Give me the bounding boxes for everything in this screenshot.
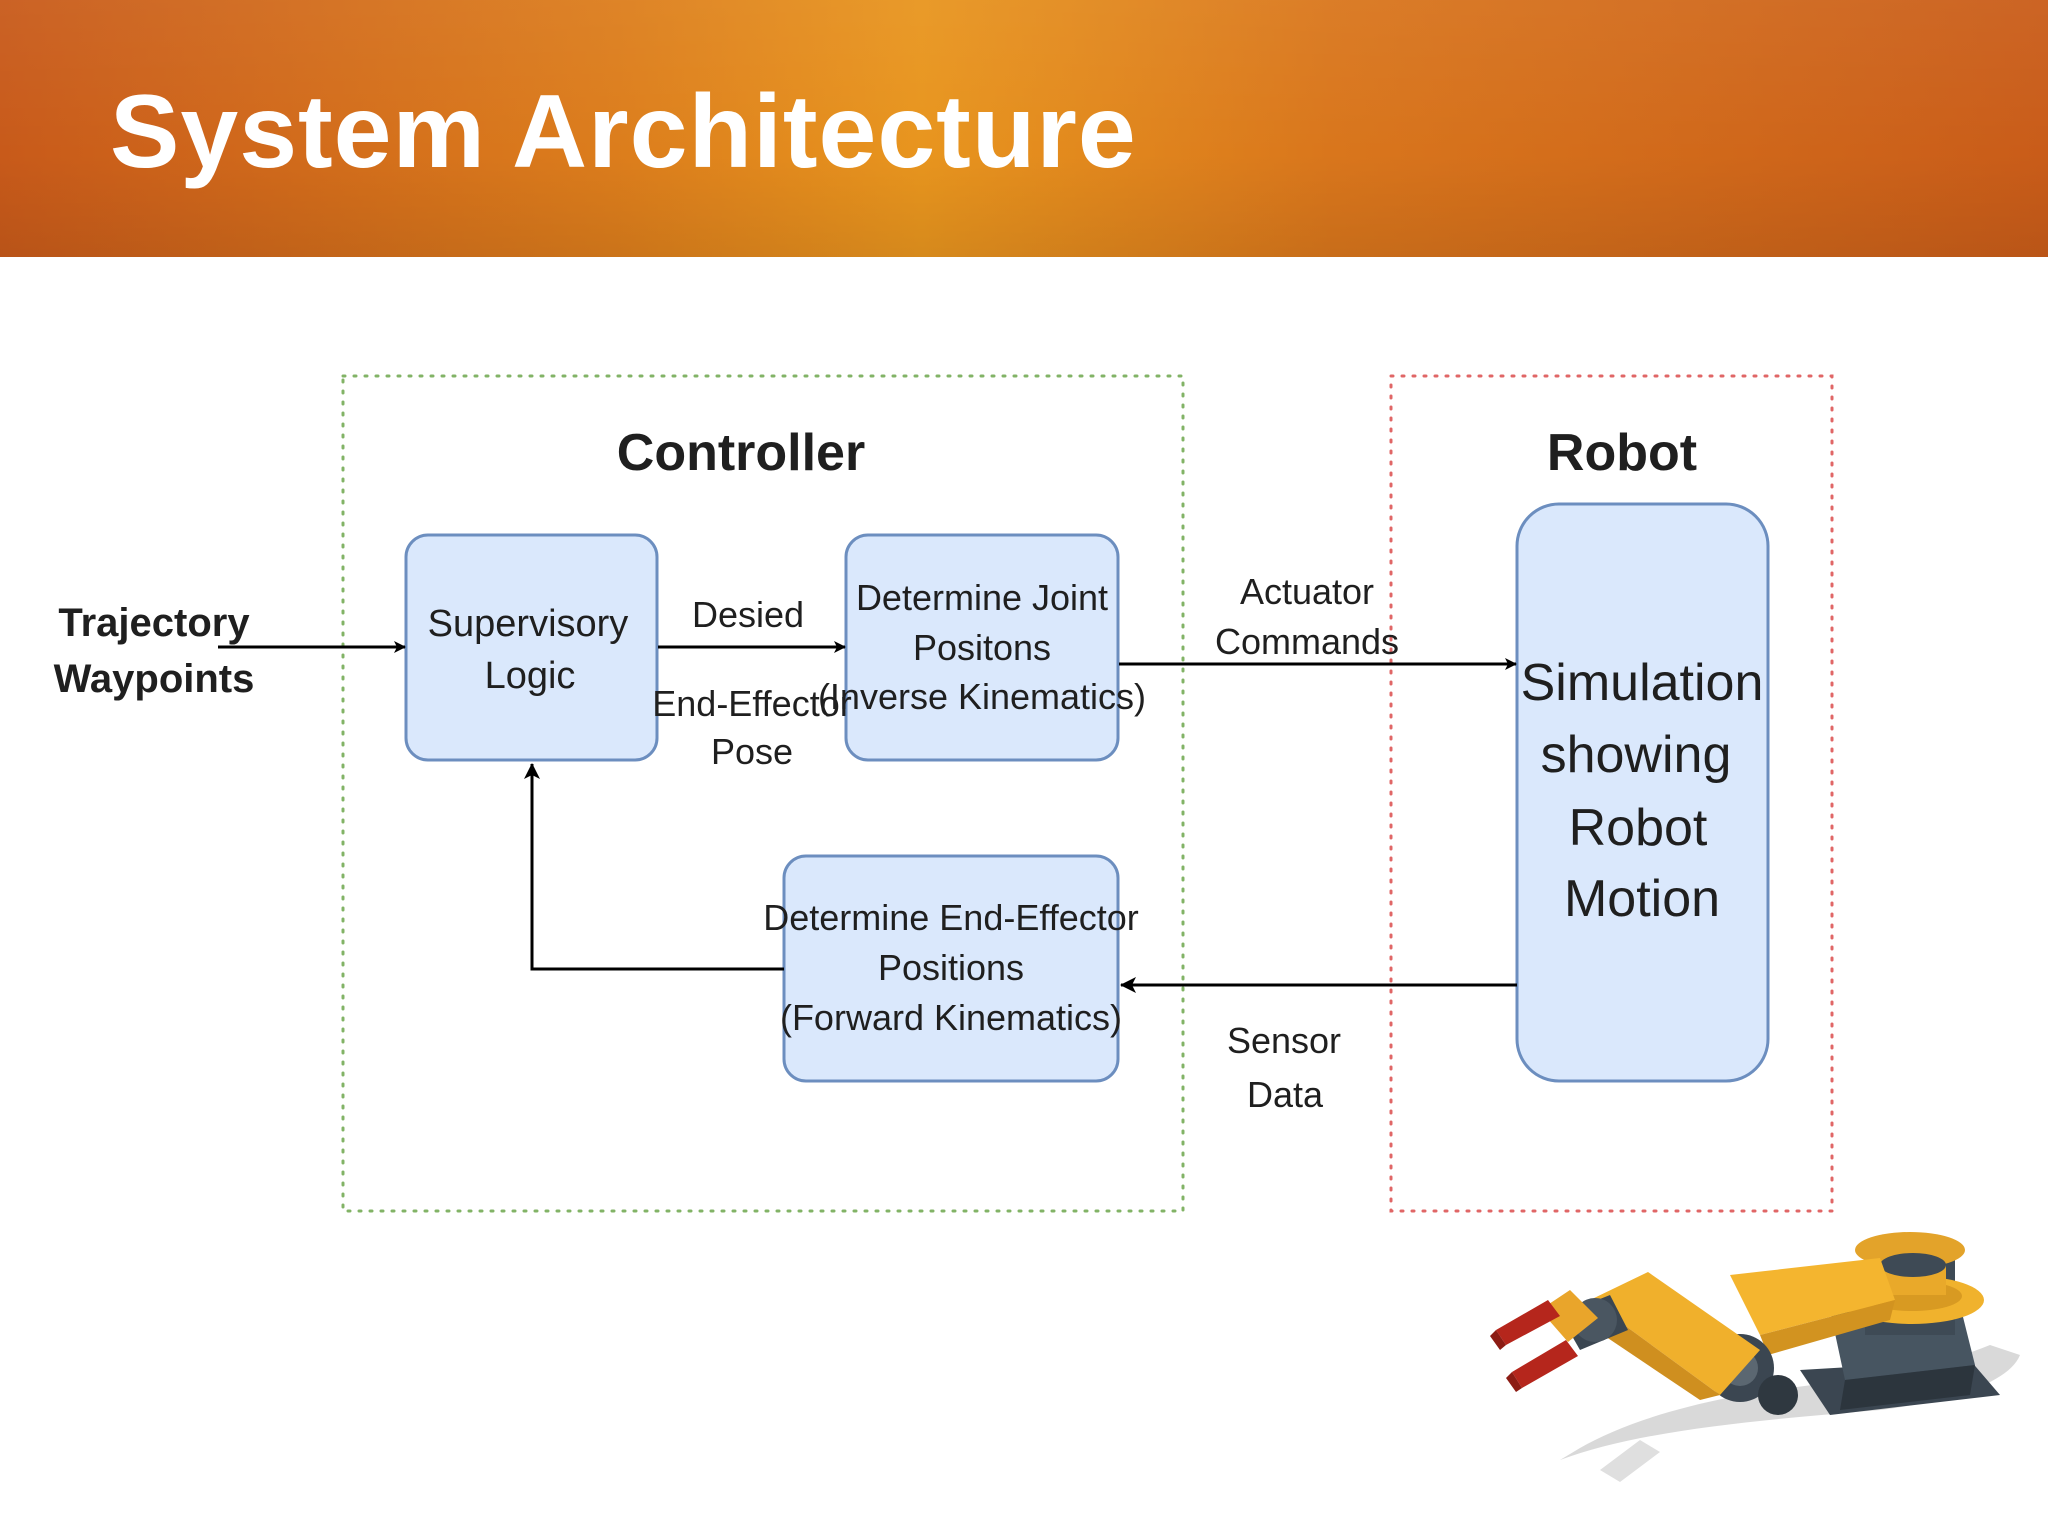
simulation-box — [1515, 502, 1770, 1083]
robot-arm-cap-top — [1880, 1253, 1946, 1277]
header-shade — [0, 0, 2048, 257]
simulation-text-line2: showing — [1541, 726, 1732, 784]
trajectory-waypoints-label-line2: Waypoints — [54, 657, 255, 701]
robot-arm-base-joint — [1758, 1375, 1798, 1415]
desired-pose-label-line2: End-Effector — [652, 683, 851, 724]
robot-arm-upper-link-shade — [1760, 1300, 1895, 1355]
robot-group-label: Robot — [1547, 424, 1697, 482]
forward-kinematics-text-line3: (Forward Kinematics) — [780, 997, 1122, 1038]
robot-group-border — [1389, 374, 1834, 1213]
slide-title: System Architecture — [110, 74, 1137, 190]
inverse-kinematics-box — [844, 533, 1120, 762]
controller-group-label: Controller — [617, 424, 865, 482]
sensor-data-label-line1: Sensor — [1227, 1020, 1341, 1061]
robot-arm-base-side — [1840, 1365, 1975, 1410]
forward-kinematics-text-line2: Positions — [878, 947, 1024, 988]
robot-arm-gripper-finger-upper — [1496, 1300, 1560, 1345]
simulation-text-line3: Robot — [1569, 799, 1708, 857]
inverse-kinematics-text-line1: Determine Joint — [856, 577, 1108, 618]
robot-arm-gripper-finger-upper-tip — [1490, 1330, 1506, 1350]
desired-pose-label-line1: Desied — [692, 594, 804, 635]
robot-arm-forearm — [1590, 1272, 1760, 1395]
fk-to-supervisory-arrow — [524, 763, 784, 971]
robot-arm-gripper-body — [1540, 1290, 1598, 1342]
robot-arm-gripper-finger-lower — [1512, 1340, 1578, 1388]
controller-group-border — [341, 374, 1185, 1213]
robot-arm-upper-link — [1730, 1258, 1895, 1335]
inverse-kinematics-text-line2: Positons — [913, 627, 1051, 668]
forward-kinematics-text-line1: Determine End-Effector — [763, 897, 1139, 938]
actuator-commands-label-line1: Actuator — [1240, 571, 1374, 612]
trajectory-waypoints-label-line1: Trajectory — [58, 601, 250, 645]
simulation-text-line1: Simulation — [1521, 654, 1764, 712]
supervisory-logic-text-line1: Supervisory — [428, 603, 629, 645]
actuator-commands-label-line2: Commands — [1215, 621, 1399, 662]
robot-arm-shadow-finger — [1600, 1440, 1660, 1482]
inverse-kinematics-text-line3: (Inverse Kinematics) — [818, 676, 1146, 717]
simulation-text-line4: Motion — [1564, 870, 1720, 928]
supervisory-logic-box — [404, 533, 659, 762]
supervisory-logic-text-line2: Logic — [485, 655, 576, 697]
desired-pose-label-line3: Pose — [711, 731, 793, 772]
robot-arm-gripper-finger-lower-tip — [1506, 1372, 1522, 1392]
header-band — [0, 0, 2048, 257]
sensor-data-label-line2: Data — [1247, 1074, 1324, 1115]
